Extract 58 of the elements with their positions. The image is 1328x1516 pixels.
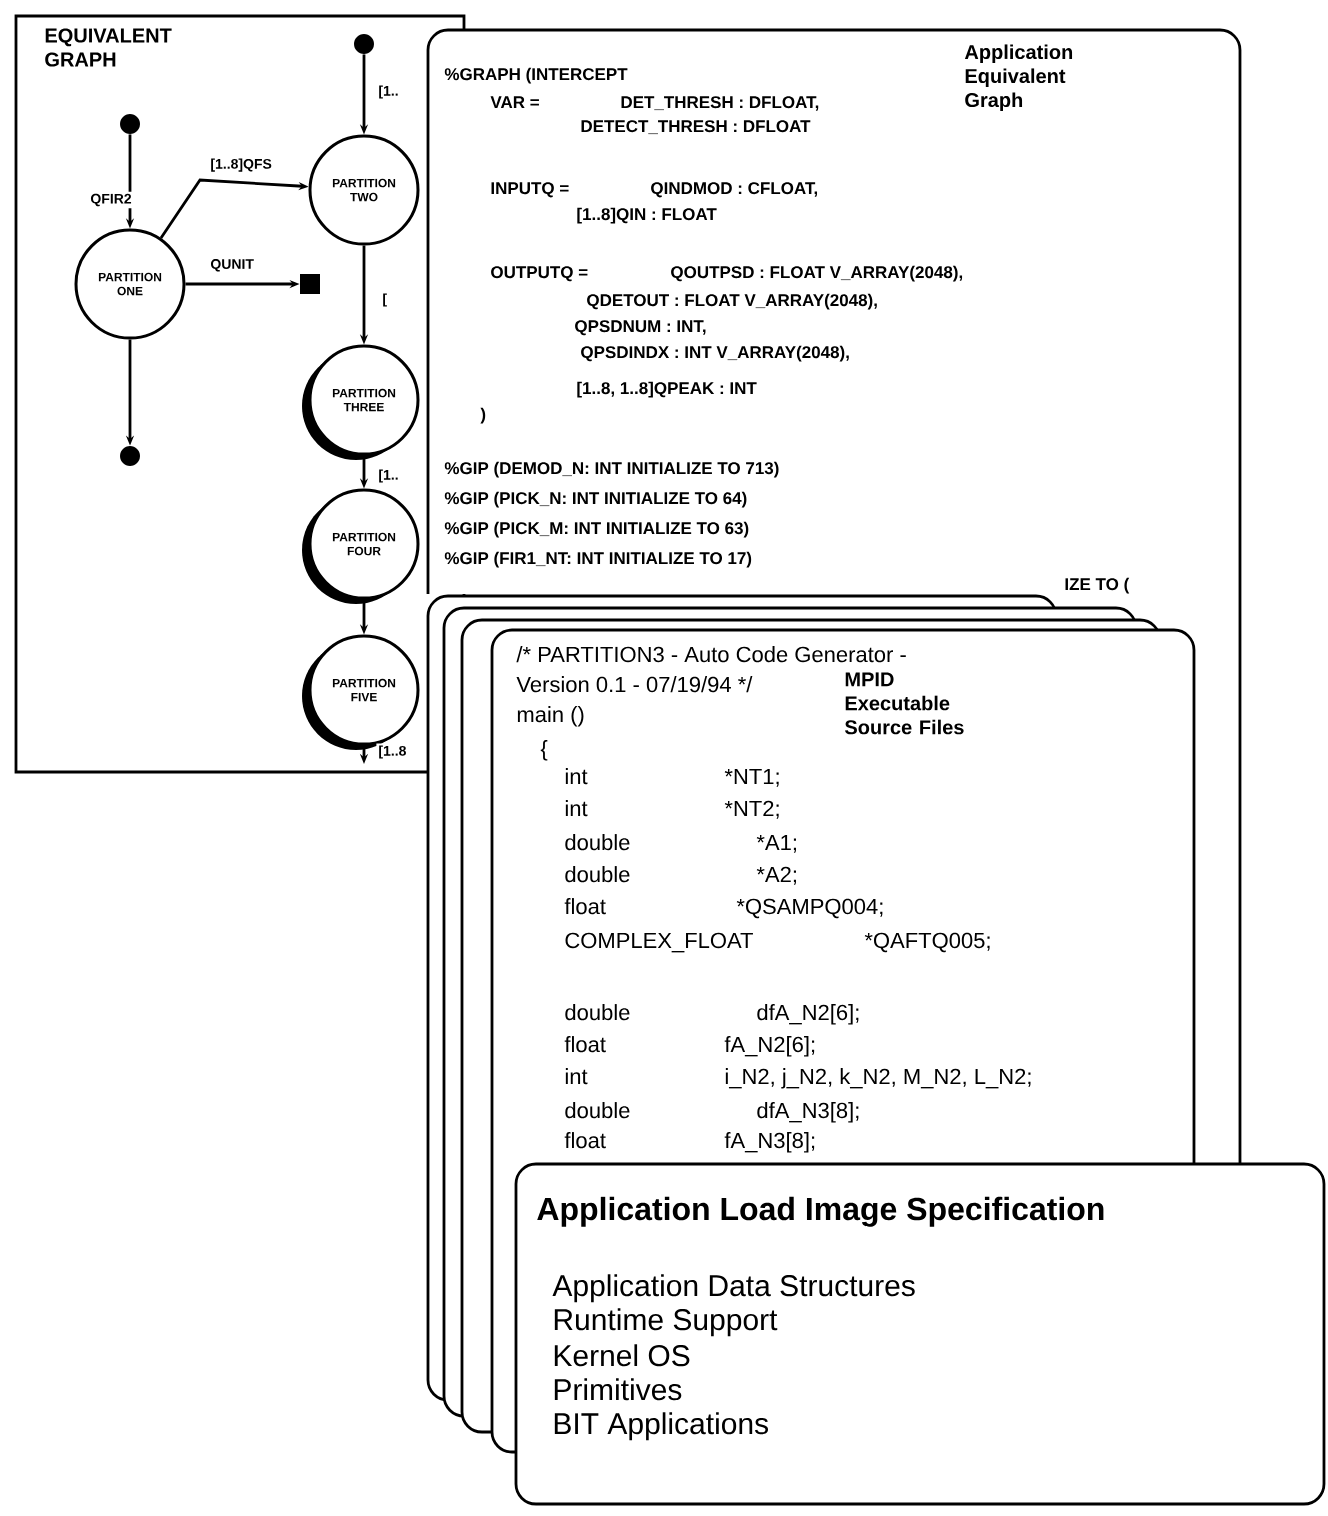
code-line: QOUTPSD : FLOAT V_ARRAY(2048), bbox=[671, 265, 963, 282]
code-line: COMPLEX_FLOAT bbox=[565, 932, 753, 953]
code-line: float bbox=[564, 1132, 606, 1149]
terminal-dot bbox=[120, 114, 140, 134]
code-line: int bbox=[565, 800, 588, 817]
code-line: *QAFTQ005; bbox=[864, 932, 990, 953]
code-line: DETECT_THRESH : DFLOAT bbox=[581, 120, 811, 135]
code-line: /* PARTITION3 - Auto Code Generator - bbox=[516, 646, 906, 663]
list-item: Application Data Structures bbox=[552, 1274, 915, 1303]
card-title: MPID Executable Source Files bbox=[844, 672, 964, 735]
code-line: int bbox=[565, 768, 588, 785]
code-line: *NT1; bbox=[724, 768, 779, 787]
card-title: Application Equivalent Graph bbox=[964, 44, 1073, 112]
spec-card bbox=[514, 1162, 1326, 1506]
code-line: [1..8]QIN : FLOAT bbox=[577, 207, 717, 224]
code-line: *A2; bbox=[756, 866, 796, 885]
code-line: DET_THRESH : DFLOAT, bbox=[621, 96, 819, 111]
terminal-dot bbox=[354, 34, 374, 54]
code-line: *A1; bbox=[756, 834, 796, 853]
code-line: INPUTQ = bbox=[491, 182, 569, 198]
code-line: double bbox=[565, 866, 630, 883]
code-line: *QSAMPQ004; bbox=[736, 898, 883, 919]
code-line: float bbox=[564, 898, 606, 915]
code-line: QINDMOD : CFLOAT, bbox=[651, 182, 818, 198]
code-line: QPSDINDX : INT V_ARRAY(2048), bbox=[581, 345, 849, 362]
code-line: dfA_N3[8]; bbox=[757, 1102, 859, 1123]
code-line: double bbox=[565, 1004, 630, 1021]
code-line: %GIP (FIR1_NT: INT INITIALIZE TO 17) bbox=[444, 551, 752, 568]
code-line: *NT2; bbox=[724, 800, 779, 819]
list-item: Primitives bbox=[554, 1378, 682, 1401]
code-line: QDETOUT : FLOAT V_ARRAY(2048), bbox=[587, 293, 877, 310]
terminal-dot bbox=[120, 446, 140, 466]
code-line: %GIP (PICK_N: INT INITIALIZE TO 64) bbox=[444, 491, 747, 508]
list-item: Kernel OS bbox=[554, 1344, 690, 1367]
code-line: fA_N3[8]; bbox=[724, 1132, 815, 1153]
code-line: ) bbox=[480, 407, 486, 424]
code-line: OUTPUTQ = bbox=[491, 266, 588, 282]
code-line: %GIP (DEMOD_N: INT INITIALIZE TO 713) bbox=[444, 461, 779, 478]
code-line: double bbox=[565, 1102, 630, 1119]
code-line: IZE TO ( bbox=[1065, 577, 1130, 594]
code-line: %GRAPH (INTERCEPT bbox=[444, 67, 628, 84]
panel-title: EQUIVALENT GRAPH bbox=[45, 28, 172, 67]
list-item: BIT Applications bbox=[554, 1412, 768, 1441]
code-line: QPSDNUM : INT, bbox=[575, 320, 706, 336]
code-line: fA_N2[6]; bbox=[724, 1036, 815, 1057]
code-line: float bbox=[564, 1036, 606, 1053]
code-line: Version 0.1 - 07/19/94 */ bbox=[516, 676, 753, 693]
list-item: Runtime Support bbox=[554, 1308, 778, 1337]
code-line: { bbox=[540, 740, 548, 761]
code-line: [1..8, 1..8]QPEAK : INT bbox=[577, 381, 757, 398]
code-line: VAR = bbox=[490, 96, 539, 108]
code-line: %GIP (PICK_M: INT INITIALIZE TO 63) bbox=[444, 521, 749, 538]
code-line: dfA_N2[6]; bbox=[757, 1004, 859, 1025]
code-line: int bbox=[565, 1068, 588, 1085]
card-title: Application Load Image Specification bbox=[537, 1196, 1104, 1227]
code-line: double bbox=[565, 834, 630, 851]
code-line: main () bbox=[517, 706, 584, 727]
code-line: i_N2, j_N2, k_N2, M_N2, L_N2; bbox=[725, 1068, 1031, 1089]
